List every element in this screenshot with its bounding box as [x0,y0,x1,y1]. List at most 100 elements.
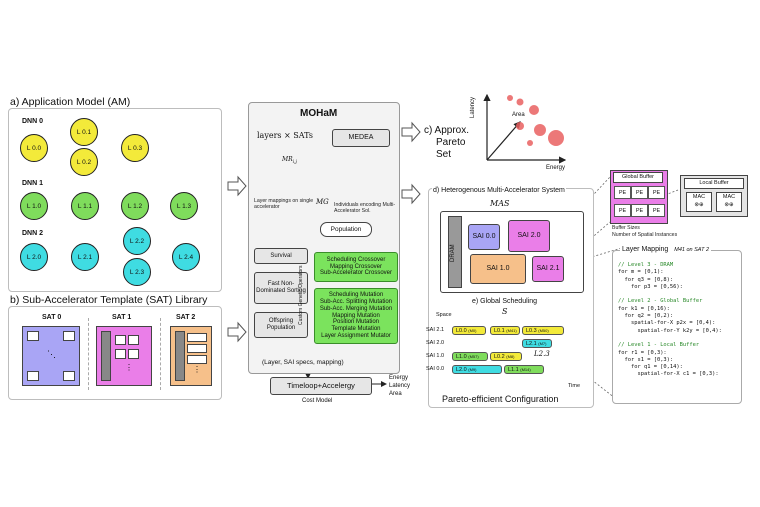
sched-cursive-task: L2.3 [534,350,550,358]
flow-arrows [227,121,421,343]
code-line [618,291,722,298]
mac-unit-2: MAC⊗⊕ [716,192,742,212]
crossover-box: Scheduling Crossover Mapping Crossover S… [314,252,398,282]
code-line [618,335,722,342]
node-l10: L 1.0 [20,192,48,220]
code-line: for q1 = [0,14): [618,364,683,371]
task-l00-label: L0.0 [456,327,467,334]
code-line: // Level 2 - Global Buffer [618,298,703,305]
dram-block [448,216,462,288]
pe-cell-6: PE [648,204,665,217]
application-model-title: a) Application Model (AM) [10,96,131,108]
sat-divider-2 [160,318,162,390]
pareto-title-2: Pareto [436,137,466,148]
mutation-box: Scheduling Mutation Sub-Acc. Splitting M… [314,288,398,344]
sat2-label: SAT 2 [176,314,196,321]
sat0-icon: ⋱ [22,326,80,386]
mutation-line-2: Sub-Acc. Splitting Mutation [319,298,393,305]
task-l20-tag: (M9) [468,367,477,372]
mr-symbol-main: MR [282,156,293,163]
sched-row-sai21: SAI 2.1 [426,327,445,333]
cost-model-text: Cost Model [302,398,333,404]
node-l22: L 2.2 [123,227,151,255]
mutation-line-3: Sub-Acc. Merging Mutation [319,305,393,312]
task-l10: L1.0 (M57) [452,352,488,361]
task-l20: L2.0 (M9) [452,365,502,374]
operators-label: Custom Genetic Operators [298,265,304,325]
sat1-label: SAT 1 [112,314,132,321]
output-area: Area [389,391,402,397]
buffer-sizes-text: Buffer Sizes [612,225,640,231]
task-l10-tag: (M57) [468,354,479,359]
sched-ylabel: Space [436,312,452,318]
crossover-line-1: Scheduling Crossover [326,256,386,263]
moham-title: MOHaM [300,108,338,119]
mas-title: d) Heterogenous Multi-Accelerator System [432,187,566,194]
code-line: for q2 = [0,2): [618,313,674,320]
pe-cell-1: PE [614,186,631,199]
dram-label: DRAM [450,244,456,262]
sat2-icon: ⋮ [170,326,212,386]
node-l20: L 2.0 [20,243,48,271]
pe-cell-2: PE [631,186,648,199]
node-l23: L 2.3 [123,258,151,286]
task-l00: L0.0 (M0) [452,326,486,335]
code-line: spatial-for-X c1 = [0,3): [618,371,719,378]
task-l03: L0.3 (M50) [522,326,564,335]
sai-21-block: SAI 2.1 [532,256,564,282]
mr-symbol: MRi,j [282,156,297,165]
pareto-points [507,95,564,146]
layer-mapping-title: Layer Mapping M41 on SAT 2 [620,246,712,253]
code-line: for m = [0,1): [618,269,664,276]
config-title: Pareto-efficient Configuration [440,394,561,404]
task-l02-label: L0.2 [494,353,505,360]
code-line: for p3 = [0,56): [618,283,683,290]
task-l11-tag: (M14) [520,367,531,372]
sai-20-block: SAI 2.0 [508,220,550,252]
dnn1-label: DNN 1 [22,180,44,187]
mutation-line-6: Template Mutation [331,326,381,333]
crossover-line-2: Mapping Crossover [329,263,383,270]
code-line: spatial-for-X p2x = [0,4): [618,320,716,327]
node-l03: L 0.3 [121,134,149,162]
mac-unit-1: MAC⊗⊕ [686,192,712,212]
task-l00-tag: (M0) [468,328,477,333]
fast-sorting-box: Fast Non-Dominated Sorting [254,272,308,304]
individuals-text: Individuals encoding Multi-Accelerator S… [334,202,396,215]
mutation-line-1: Scheduling Mutation [328,291,384,298]
code-line: spatial-for-Y k2y = [0,4): [618,327,722,334]
code-line: for r1 = [0,3): [618,349,667,356]
inputs-text: (Layer, SAI specs, mapping) [262,359,344,366]
task-l11-label: L1.1 [508,366,519,373]
pareto-title-3: Set [436,149,452,160]
sched-symbol: S [502,307,508,316]
node-l00: L 0.0 [20,134,48,162]
timeloop-box: Timeloop+Accelergy [270,377,372,395]
population-box: Population [320,222,372,237]
task-l21-label: L2.1 [526,340,537,347]
task-l21-tag: (M7) [538,341,547,346]
layers-sats-text: layers × SATs [257,131,313,140]
task-l11: L1.1 (M14) [504,365,544,374]
node-l01: L 0.1 [70,118,98,146]
task-l01-tag: (M41) [506,328,517,333]
pareto-title-1: c) Approx. [424,125,470,136]
mr-symbol-sub: i,j [292,160,297,166]
layer-mapping-sub: M41 on SAT 2 [674,247,710,253]
axis-area: Area [512,112,525,118]
mutation-line-5: Position Mutation [332,319,380,326]
sched-row-sai10: SAI 1.0 [426,353,445,359]
pe-cell-3: PE [648,186,665,199]
node-l13: L 1.3 [170,192,198,220]
pe-cell-4: PE [614,204,631,217]
node-l24: L 2.4 [172,243,200,271]
sat-divider-1 [88,318,90,390]
sat0-label: SAT 0 [42,314,62,321]
sai-10-block: SAI 1.0 [470,254,526,284]
task-l10-label: L1.0 [456,353,467,360]
local-buffer-label: Local Buffer [684,178,744,189]
node-l11: L 1.1 [71,192,99,220]
code-line: // Level 3 - DRAM [618,262,674,268]
sched-title: e) Global Scheduling [472,298,537,305]
mac-label-1: MAC [692,194,706,200]
